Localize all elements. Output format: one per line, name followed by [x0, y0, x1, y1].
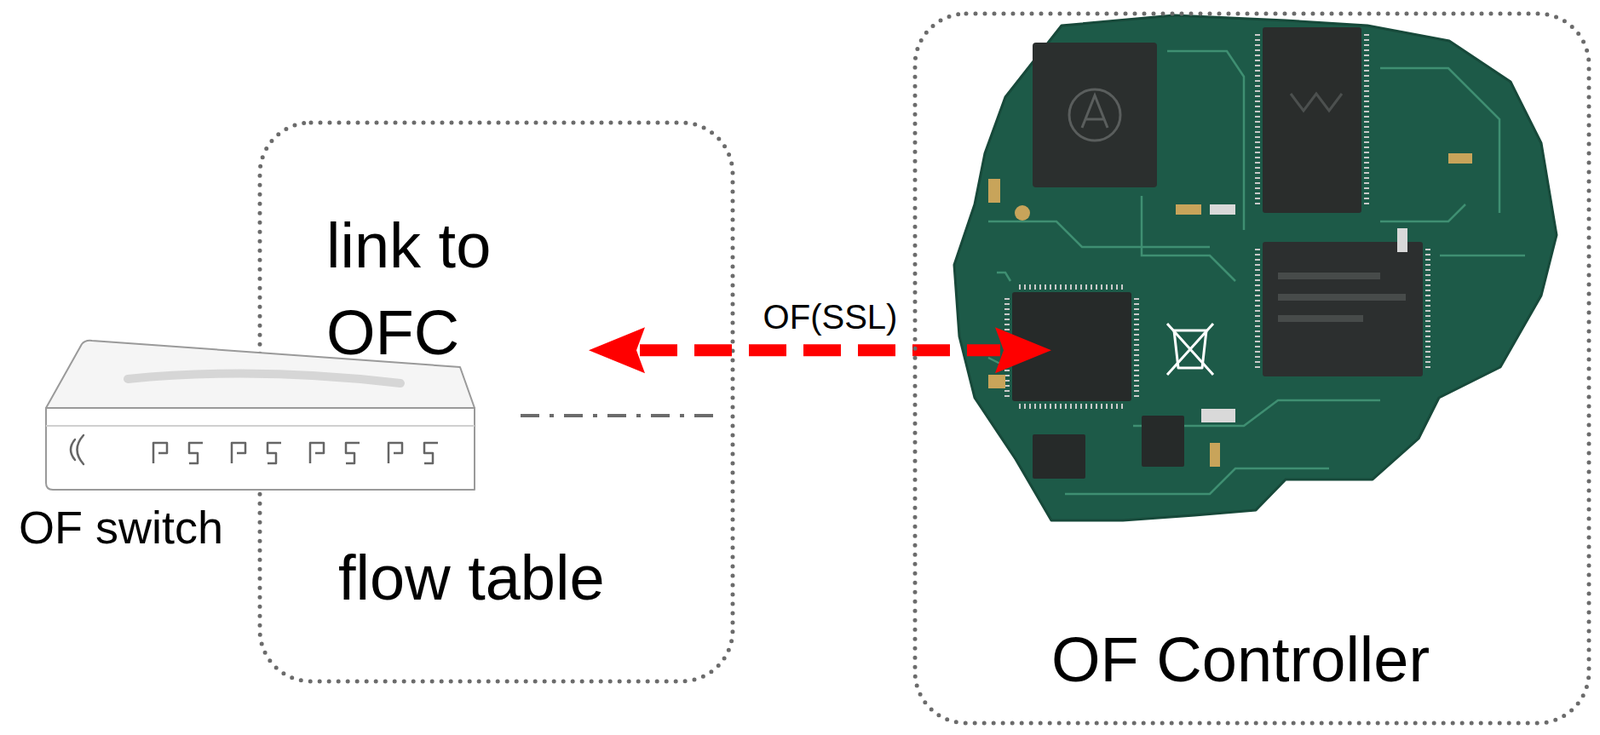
edge-label: OF(SSL) — [760, 296, 901, 338]
switch-compartment: flow table — [338, 535, 622, 639]
arrowhead — [995, 327, 1052, 374]
device-label: OF switch — [18, 500, 224, 556]
dotted-border — [915, 13, 1589, 724]
controller-box: OF Controller — [911, 10, 1593, 727]
controller-outline — [911, 10, 1593, 727]
separator-line — [520, 414, 720, 418]
connector-line — [639, 344, 1001, 357]
brain-circuit-board — [954, 15, 1557, 521]
node-text: flow table — [338, 535, 622, 622]
switch-compartment: link to OFC — [326, 202, 589, 394]
node-text: link to OFC — [326, 202, 589, 377]
arrowhead — [588, 327, 645, 374]
node-text: OF Controller — [1051, 616, 1430, 704]
